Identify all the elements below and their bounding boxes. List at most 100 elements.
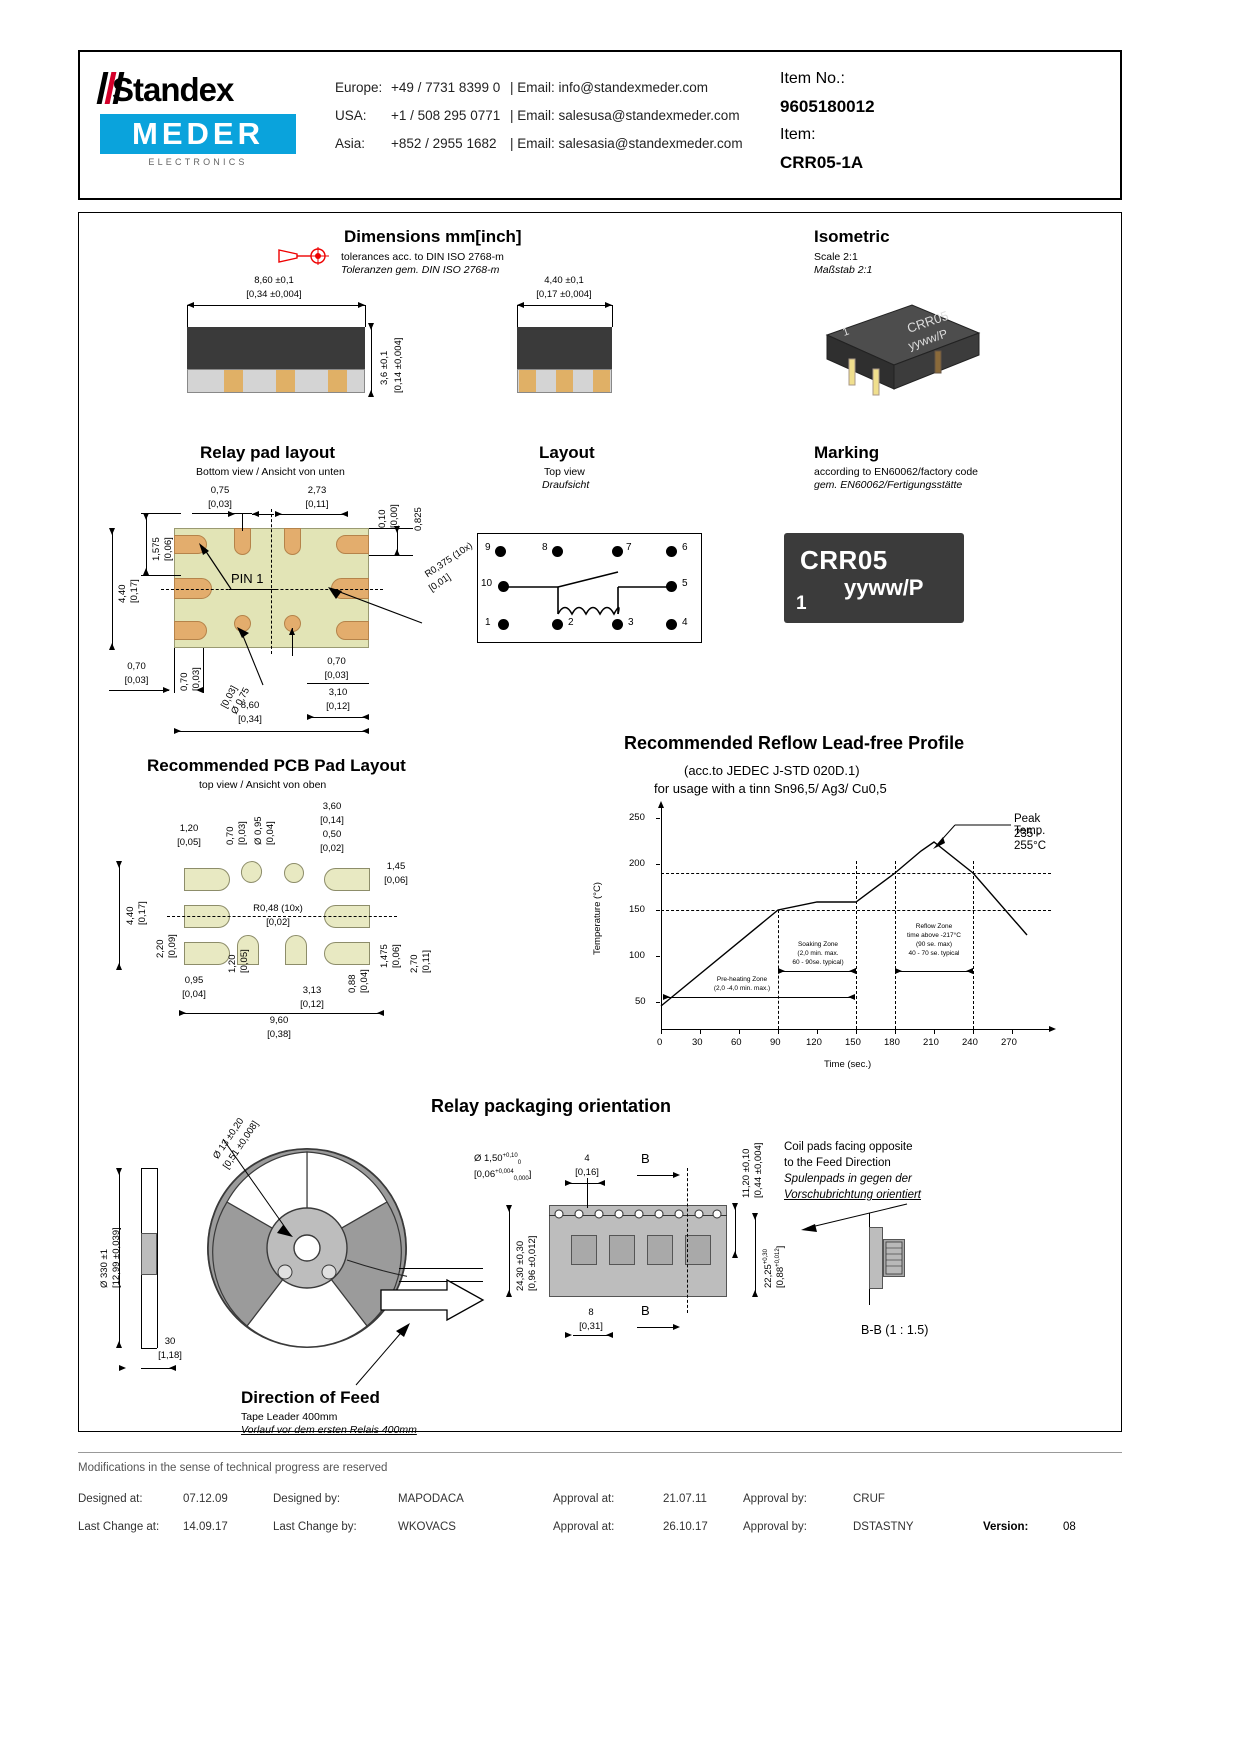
ext-line xyxy=(141,575,181,576)
footer-version-value: 08 xyxy=(1063,1521,1076,1533)
arrow-left-icon xyxy=(606,1332,613,1338)
y-axis-arrow-icon xyxy=(658,801,664,808)
tape-dim-3-mm: 24,30 ±0,30 xyxy=(515,1240,526,1291)
reflow-profile-curve xyxy=(660,841,1028,1007)
footer-r0-c1-value: 07.12.09 xyxy=(183,1493,228,1505)
section-line xyxy=(637,1327,677,1328)
relay-pad-layout-title: Relay pad layout xyxy=(200,443,336,462)
chart-subtitle-1: (acc.to JEDEC J-STD 020D.1) xyxy=(684,763,860,778)
pcb-dim-14-in: [0,04] xyxy=(359,969,370,993)
contact-region-1: USA: xyxy=(335,108,367,123)
relay-pad xyxy=(336,535,369,554)
arrow-down-icon xyxy=(116,1168,122,1175)
feed-leader-icon xyxy=(355,1323,410,1386)
pcb-pad xyxy=(237,858,266,886)
layout-pin-dot xyxy=(666,546,677,557)
footer-r1-c3-label: Approval at: xyxy=(553,1521,615,1533)
relay-pad-dim-10-in: [0,12] xyxy=(326,701,350,712)
reflow-zone-line4: 40 - 70 se. typical xyxy=(908,950,960,957)
feed-title: Direction of Feed xyxy=(241,1388,380,1407)
relay-pad-dim-4-in: [0,06] xyxy=(163,537,174,561)
x-tick xyxy=(934,1030,935,1034)
layout-pin-dot xyxy=(498,581,509,592)
arrow-left-icon xyxy=(848,994,855,1000)
contact-email-0[interactable]: | Email: info@standexmeder.com xyxy=(510,80,709,95)
item-no-value: 9605180012 xyxy=(780,97,875,116)
pcb-dim-6-in: [0,17] xyxy=(137,901,148,925)
relay-pad xyxy=(174,621,207,640)
reflow-zone-line3: (90 se. max) xyxy=(915,941,953,948)
contact-email-1[interactable]: | Email: salesusa@standexmeder.com xyxy=(510,108,740,123)
pcb-pad xyxy=(184,942,230,965)
x-tick xyxy=(856,1030,857,1034)
pcb-dim-14-mm: 0,88 xyxy=(347,974,358,994)
layout-title: Layout xyxy=(539,443,595,462)
relay-pad-dim-9-in: [0,03] xyxy=(324,670,349,681)
pcb-dim-7-in: [0,02] xyxy=(266,917,290,928)
centerline xyxy=(167,916,397,917)
layout-pin-dot xyxy=(666,619,677,630)
pcb-dim-9-mm: 1,20 xyxy=(227,954,238,974)
marking-line2: yyww/P xyxy=(844,575,924,600)
arrow-down-icon xyxy=(394,526,400,533)
x-tick xyxy=(1012,1030,1013,1034)
relay-pin xyxy=(328,370,347,392)
chart-subtitle-2: for usage with a tinn Sn96,5/ Ag3/ Cu0,5 xyxy=(654,781,887,796)
zone-divider xyxy=(856,861,857,1029)
x-tick xyxy=(817,1030,818,1034)
reflow-zone-line1: Reflow Zone xyxy=(915,923,953,930)
reel-dim-1-mm: Ø 330 ±1 xyxy=(99,1248,110,1288)
y-tick xyxy=(656,910,660,911)
dim-line xyxy=(307,717,367,718)
relay-pad-dim-3-mm: 0,825 xyxy=(413,507,424,531)
item-info: Item No.: 9605180012 Item: CRR05-1A xyxy=(780,66,1080,178)
pcb-dim-8-mm: 2,20 xyxy=(155,939,166,959)
tape-dim-0-in-sup: +0,004 xyxy=(495,1169,514,1175)
arrow-right-icon xyxy=(673,1324,680,1330)
x-tick-label-120: 120 xyxy=(806,1037,822,1048)
arrow-left-icon xyxy=(196,687,203,693)
soaking-zone-line1: Soaking Zone xyxy=(797,941,839,948)
pcb-pad xyxy=(285,935,307,965)
dim-line xyxy=(573,1335,609,1336)
ext-line xyxy=(587,1178,588,1208)
sprocket-holes-icon xyxy=(554,1209,722,1219)
layout-pin-5: 5 xyxy=(682,578,688,589)
arrow-right-icon xyxy=(673,1172,680,1178)
tape-pocket xyxy=(647,1235,673,1265)
dim-line xyxy=(895,971,973,972)
arrow-up-icon xyxy=(109,643,115,650)
header-box: Standex MEDER ELECTRONICS Europe:+49 / 7… xyxy=(78,50,1122,200)
layout-pin-1: 1 xyxy=(485,617,491,628)
marking-sub-en: according to EN60062/factory code xyxy=(814,466,979,478)
peak-temp-label: Peak Temp. xyxy=(1014,813,1046,837)
layout-pin-dot xyxy=(495,546,506,557)
arrow-down-icon xyxy=(116,861,122,868)
arrow-right-icon xyxy=(778,968,785,974)
pcb-dim-6-mm: 4,40 xyxy=(125,906,136,926)
x-tick xyxy=(700,1030,701,1034)
logo-meder-text: MEDER xyxy=(100,114,296,154)
arrow-down-icon xyxy=(143,513,149,520)
pcb-dim-3-mm: 3,60 xyxy=(322,801,342,812)
arrow-right-icon xyxy=(605,302,612,308)
tape-dim-5-mm: 8 xyxy=(588,1307,594,1318)
footer-r0-c2-label: Designed by: xyxy=(273,1493,341,1505)
tape-dim-0-in-sub: 0,000 xyxy=(513,1176,529,1183)
arrow-up-icon xyxy=(732,1251,738,1258)
contact-emails: | Email: info@standexmeder.com | Email: … xyxy=(510,74,810,158)
layout-subtitle-de: Draufsicht xyxy=(542,479,590,491)
bracket-close: ] xyxy=(528,1169,532,1181)
arrow-left-icon xyxy=(377,1010,384,1016)
isometric-relay-icon: CRR05 yyww/P 1 xyxy=(825,304,981,396)
reel-dim-1-in: [12,99 ±0,039] xyxy=(111,1227,122,1288)
pcb-pad xyxy=(324,868,370,891)
arrow-right-icon xyxy=(565,1332,572,1338)
pcb-dim-0-mm: 1,20 xyxy=(179,823,199,834)
pcb-dim-1-mm: 0,70 xyxy=(225,826,236,846)
pcb-pad xyxy=(184,868,230,891)
arrow-right-icon xyxy=(119,1365,126,1371)
contact-email-2[interactable]: | Email: salesasia@standexmeder.com xyxy=(510,136,743,151)
x-axis-arrow-icon xyxy=(1049,1026,1056,1032)
pcb-dim-12-in: [0,04] xyxy=(182,989,206,1000)
